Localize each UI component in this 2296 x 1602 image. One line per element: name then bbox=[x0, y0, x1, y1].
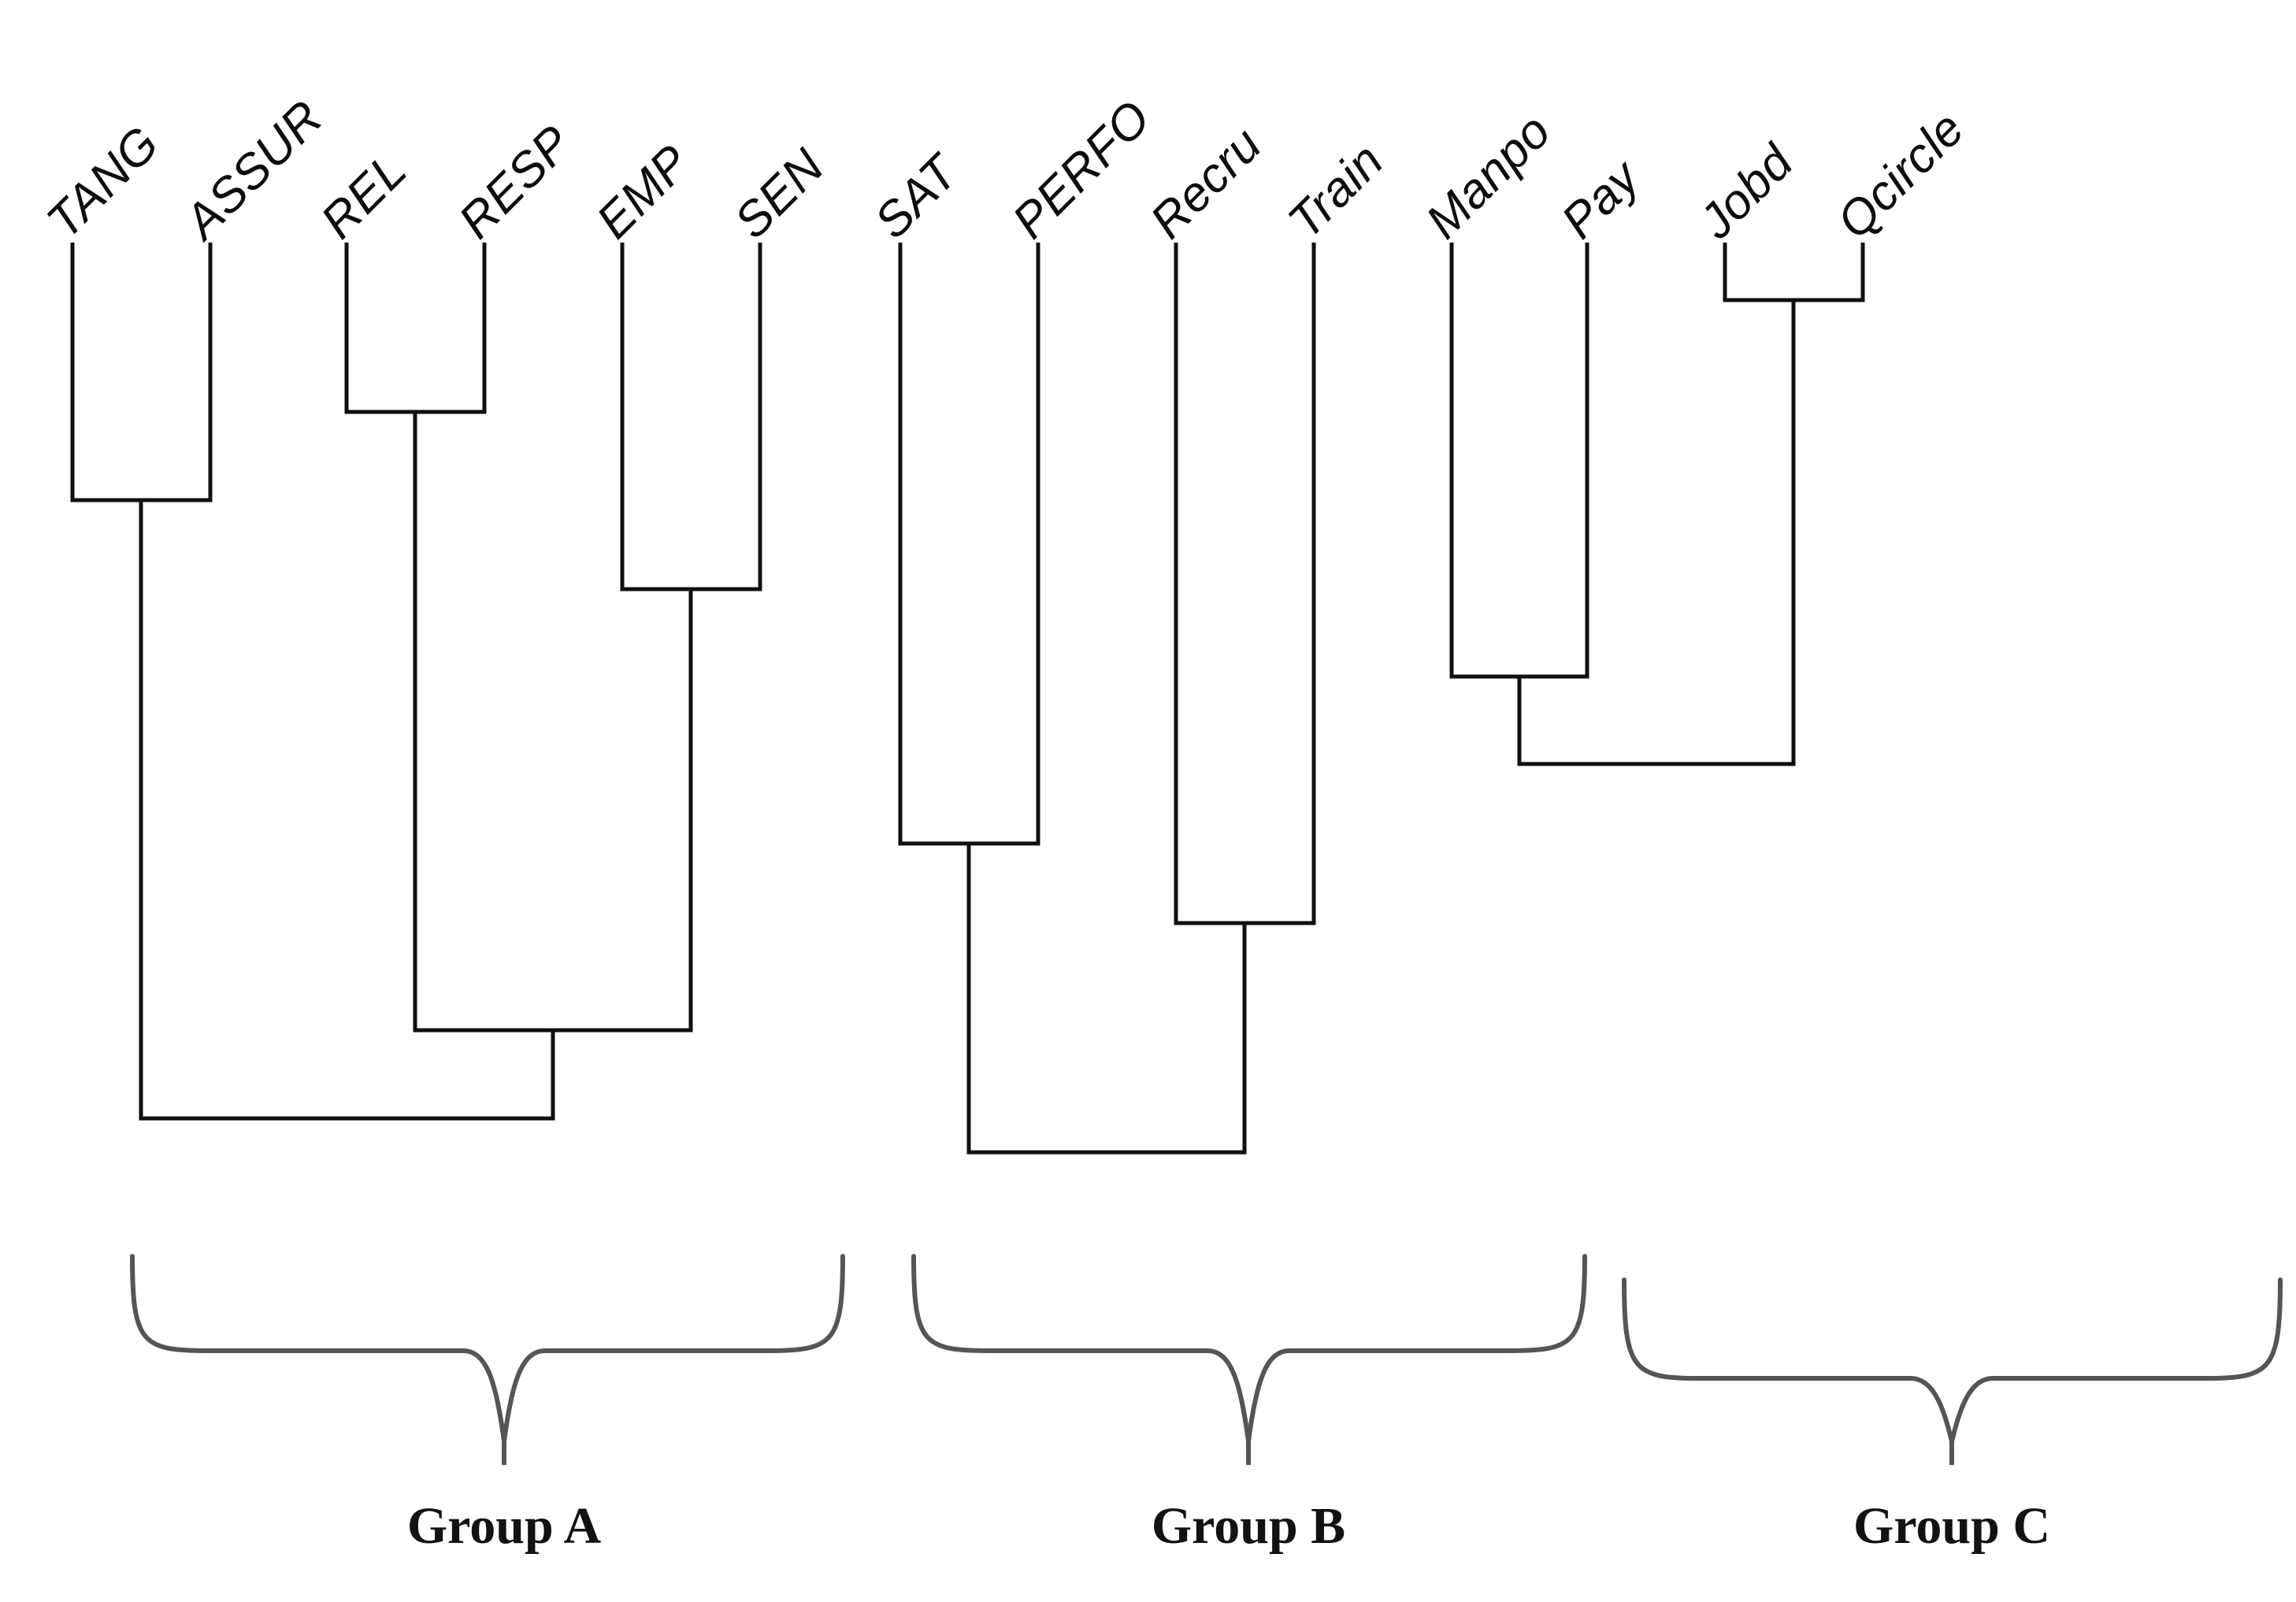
group-label-group-a: Group A bbox=[406, 1497, 602, 1555]
dendrogram-link-m-groupA-root bbox=[139, 500, 555, 1121]
brace-group-b bbox=[911, 1254, 1587, 1442]
group-label-group-c: Group C bbox=[1853, 1497, 2050, 1555]
brace-group-c bbox=[1622, 1278, 2283, 1442]
group-label-group-b: Group B bbox=[1151, 1497, 1346, 1555]
brace-group-a bbox=[130, 1254, 845, 1442]
dendrogram-link-m-groupC-root bbox=[1517, 300, 1796, 766]
dendrogram-link-m-groupB-root bbox=[966, 844, 1247, 1155]
